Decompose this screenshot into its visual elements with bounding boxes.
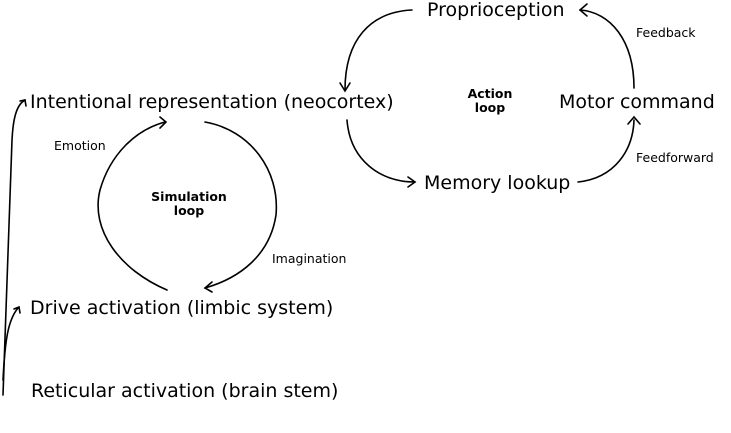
arrowhead-drive (13, 305, 21, 314)
arrowhead-imagination (203, 281, 213, 293)
arrow-imagination (204, 121, 278, 289)
arrow-reticular-to-drive (2, 307, 19, 381)
arrow-reticular-to-intentional (2, 99, 26, 396)
node-memory-lookup: Memory lookup (424, 172, 571, 194)
arrow-intentional-to-memory (346, 119, 416, 183)
node-proprioception: Proprioception (427, 0, 565, 21)
node-motor-command: Motor command (559, 91, 715, 113)
action-loop-line1: Action (467, 86, 513, 101)
arrowhead-to-intentional (339, 82, 351, 93)
arrowhead-proprioception (578, 3, 588, 17)
arrowhead-motor (627, 115, 641, 125)
arrow-feedforward (577, 119, 635, 183)
arrowhead-emotion (159, 116, 168, 129)
arrowhead-intentional (19, 99, 27, 107)
node-intentional-representation: Intentional representation (neocortex) (30, 91, 394, 113)
arrow-emotion (97, 121, 168, 291)
label-action-loop: Action loop (460, 86, 520, 116)
arrowhead-memory (407, 176, 417, 188)
simulation-loop-line2: loop (173, 203, 205, 219)
simulation-loop-line1: Simulation (151, 189, 227, 204)
arrow-proprioception-to-intentional (344, 9, 413, 91)
edge-label-emotion: Emotion (54, 138, 106, 153)
node-drive-activation: Drive activation (limbic system) (30, 297, 334, 319)
node-reticular-activation: Reticular activation (brain stem) (31, 380, 339, 402)
label-simulation-loop: Simulation loop (148, 189, 230, 219)
edge-label-imagination: Imagination (272, 251, 347, 266)
arrow-feedback (579, 9, 635, 89)
edge-label-feedback: Feedback (636, 25, 696, 40)
edge-label-feedforward: Feedforward (636, 150, 714, 165)
action-loop-line2: loop (474, 100, 506, 116)
